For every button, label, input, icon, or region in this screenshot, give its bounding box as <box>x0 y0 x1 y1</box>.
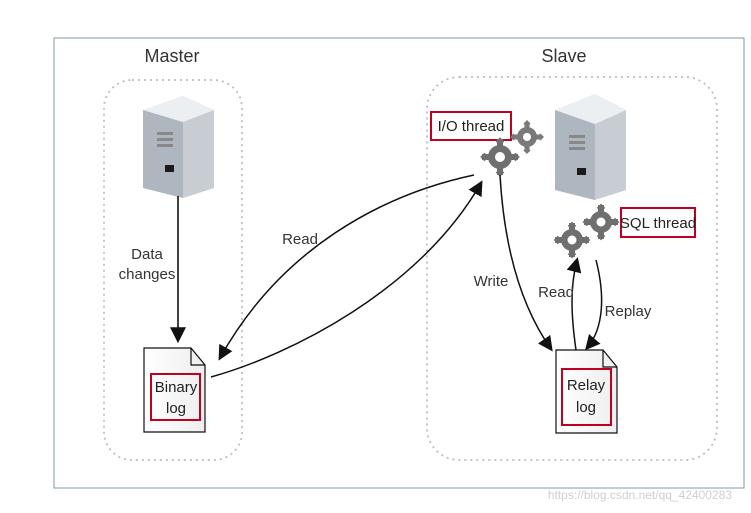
slave-title: Slave <box>541 46 586 66</box>
watermark-text: https://blog.csdn.net/qq_42400283 <box>548 488 732 502</box>
sql-thread-highlight <box>620 207 696 238</box>
io-thread-label: I/O thread <box>438 118 505 135</box>
relay-log-highlight <box>561 368 612 426</box>
slave-server-tower-icon <box>555 94 626 200</box>
replay-arrow <box>585 259 603 351</box>
relay-read-arrow <box>566 257 582 351</box>
relay-log-document: Relay log <box>555 349 618 434</box>
replay-label: Replay <box>605 303 652 320</box>
master-title: Master <box>144 46 199 66</box>
write-arrow <box>499 174 553 352</box>
write-label: Write <box>474 273 509 290</box>
sql-thread-label: SQL thread <box>620 215 696 232</box>
read-label-slave: Read <box>538 284 574 301</box>
binary-log-read-arrow <box>218 174 475 361</box>
relay-log-label-line2: log <box>576 399 596 416</box>
binary-log-document: Binary log <box>143 347 206 433</box>
data-changes-label-line2: changes <box>119 266 176 283</box>
relay-log-label-line1: Relay <box>567 377 606 394</box>
io-thread-highlight <box>430 111 512 141</box>
io-thread-return-arrow <box>210 180 483 378</box>
gear-icon <box>553 221 591 259</box>
binary-log-label-line2: log <box>166 400 186 417</box>
data-changes-label-line1: Data <box>131 246 163 263</box>
gear-icon <box>510 120 544 154</box>
binary-log-label-line1: Binary <box>155 379 198 396</box>
gear-icon <box>480 137 520 177</box>
gear-icon <box>582 203 620 241</box>
read-label-master: Read <box>282 231 318 248</box>
binary-log-highlight <box>150 373 201 421</box>
server-tower-icon <box>143 96 214 198</box>
